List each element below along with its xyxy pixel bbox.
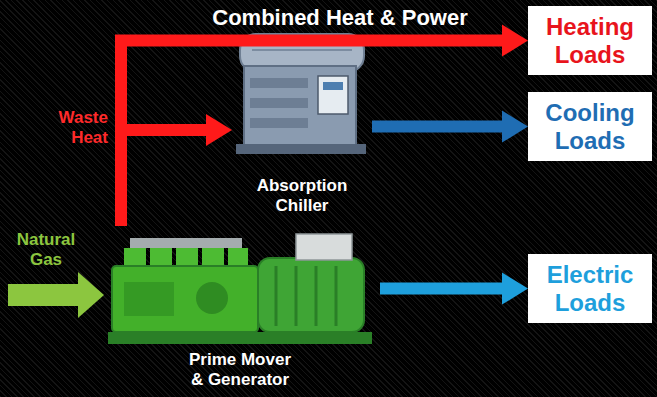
- chiller-pipe: [250, 118, 308, 128]
- load-box: Electric Loads: [528, 254, 652, 323]
- diagram-title: Combined Heat & Power: [160, 5, 520, 31]
- caption-text: Absorption Chiller: [235, 176, 369, 215]
- arrow-head: [502, 273, 528, 305]
- generator-rib: [335, 266, 338, 326]
- generator-rib: [295, 266, 298, 326]
- flow-line: [380, 283, 504, 295]
- engine-manifold: [130, 238, 242, 248]
- box-text: Electric Loads: [536, 261, 644, 316]
- arrow-head: [206, 114, 232, 146]
- chiller-body: [244, 66, 356, 146]
- arrow-head: [502, 25, 528, 57]
- flow-arrow: [121, 114, 232, 226]
- chiller-base: [236, 144, 366, 154]
- flow-arrow: [380, 273, 528, 305]
- generator-rib: [275, 266, 278, 326]
- generator-housing: [258, 258, 364, 332]
- flow-arrow: [372, 111, 528, 143]
- gas-inlet-arrow: [8, 272, 104, 318]
- chiller-panel: [318, 76, 348, 114]
- flow-line: [121, 41, 504, 226]
- chiller-pipe: [250, 98, 308, 108]
- flow-line: [372, 121, 504, 133]
- flow-line: [121, 130, 208, 226]
- engine-detail: [124, 282, 174, 316]
- chiller-pipe: [250, 78, 308, 88]
- chiller-node: Absorption Chiller: [232, 26, 372, 215]
- gas-arrow-head: [78, 272, 104, 318]
- fuel-label: Natural Gas: [6, 230, 86, 269]
- caption-text: Prime Mover & Generator: [183, 350, 297, 389]
- engine-flywheel: [196, 282, 228, 314]
- terminal-box: [296, 234, 352, 260]
- arrow-head: [502, 111, 528, 143]
- engine-block: [112, 266, 258, 332]
- chiller-display: [323, 82, 343, 90]
- flow-arrow: [121, 25, 528, 226]
- load-box: Heating Loads: [528, 6, 652, 75]
- generator-rib: [315, 266, 318, 326]
- load-box: Cooling Loads: [528, 92, 652, 161]
- box-text: Cooling Loads: [536, 99, 644, 154]
- engine-base: [108, 332, 372, 344]
- gas-arrow-shaft: [8, 284, 80, 306]
- flow-label: Waste Heat: [28, 108, 108, 147]
- box-text: Heating Loads: [536, 13, 644, 68]
- engine-node: Prime Mover & Generator: [100, 226, 380, 389]
- engine-generator-illustration: [108, 234, 372, 344]
- absorption-chiller-illustration: [236, 34, 366, 154]
- chiller-seam: [252, 49, 352, 51]
